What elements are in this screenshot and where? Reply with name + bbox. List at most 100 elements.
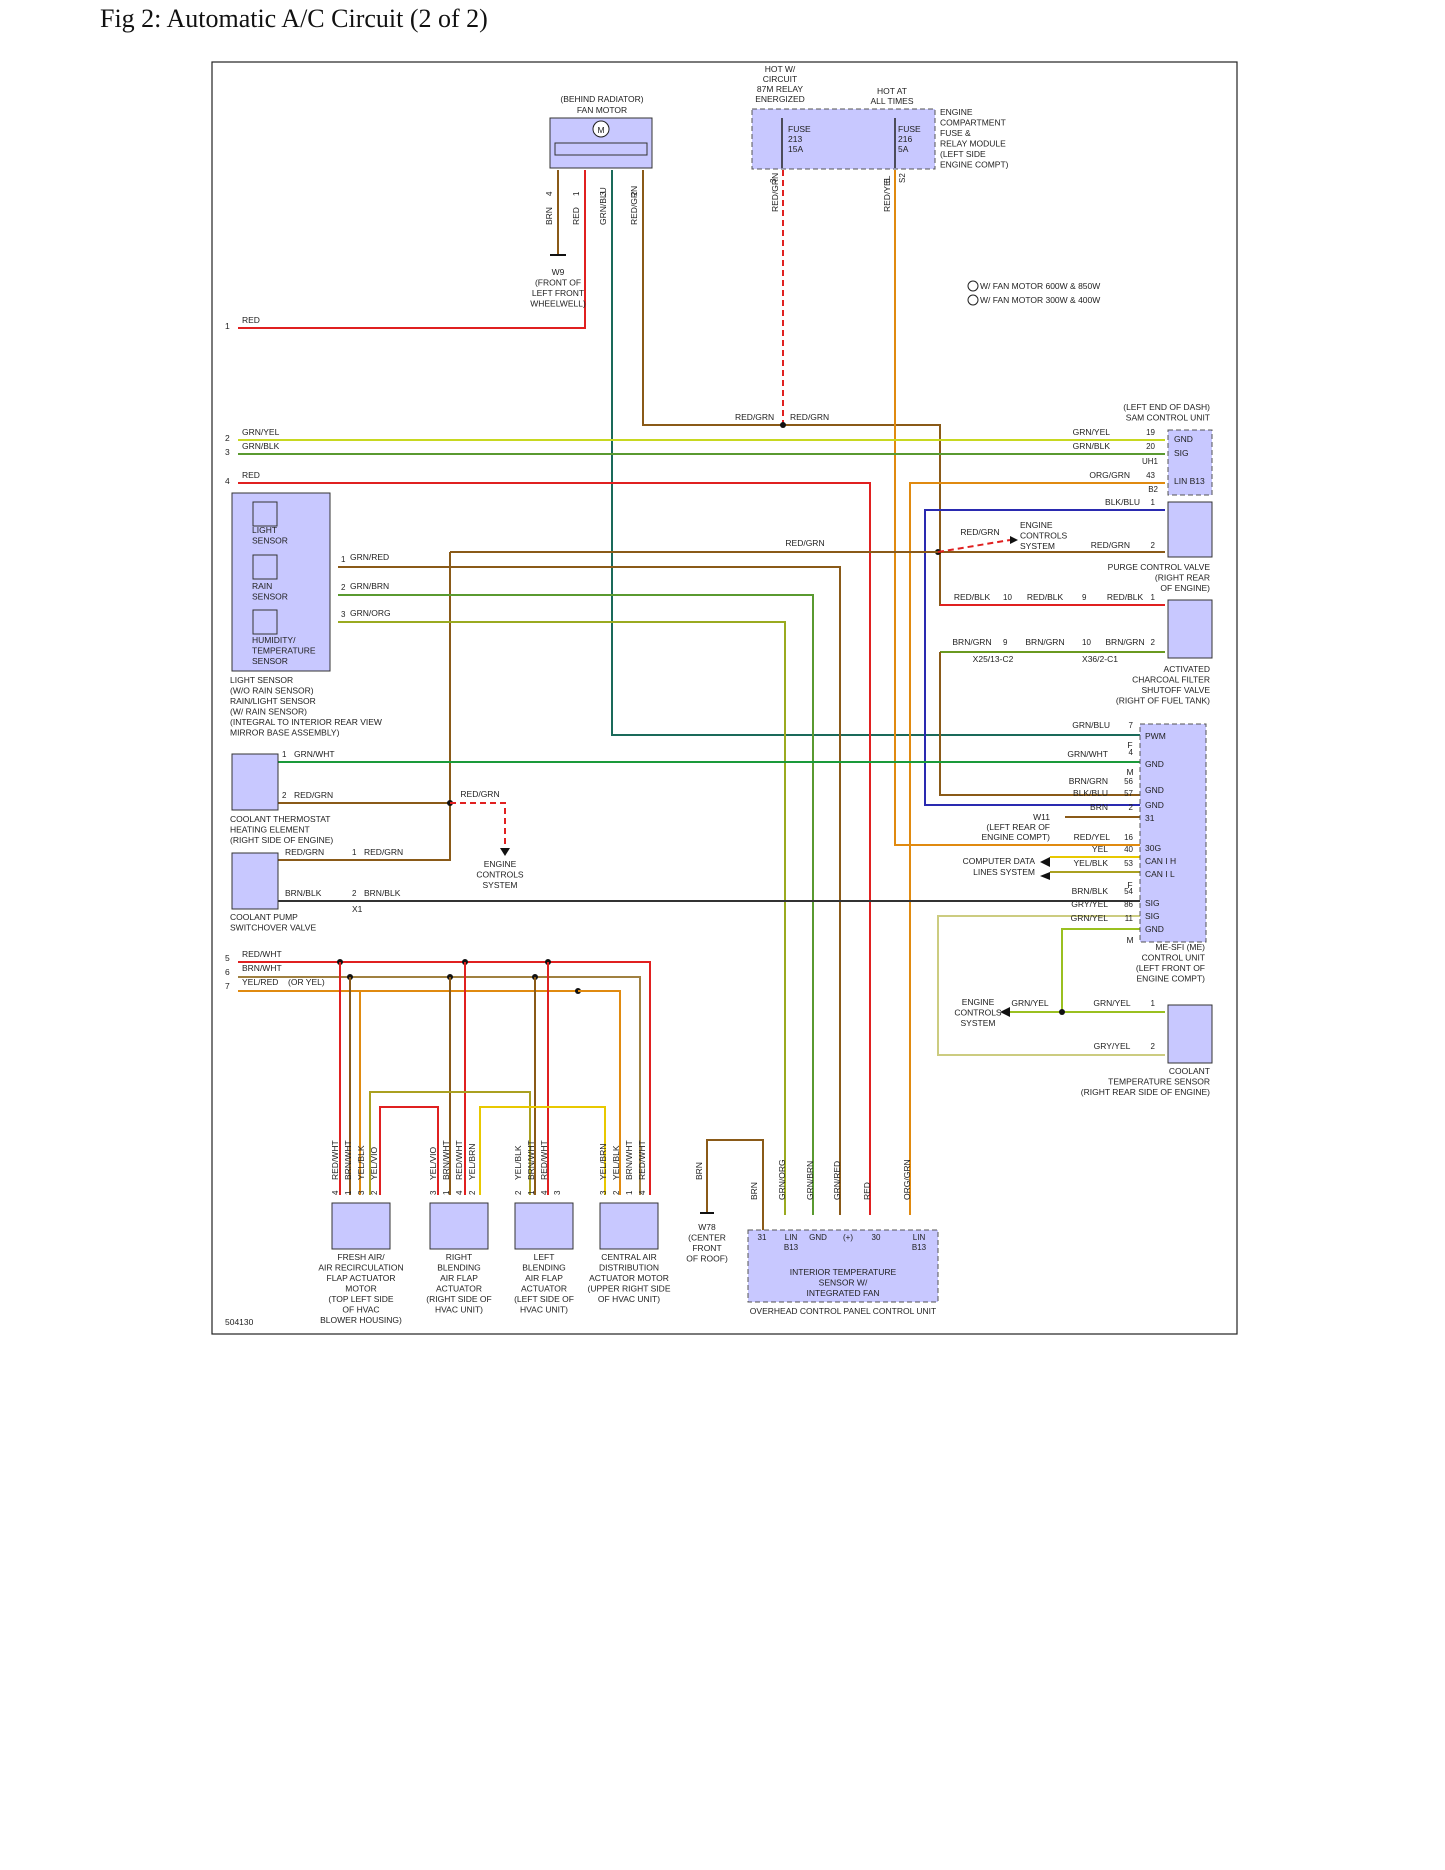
label: BRN/WHT xyxy=(242,963,282,973)
actuator-wire-label: RED/WHT xyxy=(539,1140,549,1180)
label: BLK/BLU xyxy=(1073,788,1108,798)
humidity-sensor-label: HUMIDITY/ xyxy=(252,635,296,645)
sam-unit-label: SAM CONTROL UNIT xyxy=(1126,413,1210,423)
wire-engine-ctrl-2 xyxy=(450,802,506,850)
label: 2 xyxy=(1151,541,1156,550)
label: BRN/BLK xyxy=(1072,886,1109,896)
actuator-pin: 3 xyxy=(429,1190,438,1195)
wire-row1-red xyxy=(238,170,586,329)
label: 1 xyxy=(352,848,357,857)
right-blend-actuator-label: AIR FLAP xyxy=(440,1273,478,1283)
actuator-pin: 3 xyxy=(553,1190,562,1195)
light-sensor-assembly xyxy=(231,492,331,672)
rain-sensor-label: SENSOR xyxy=(252,592,288,602)
purge-valve-label: PURGE CONTROL VALVE xyxy=(1108,562,1211,572)
me-pin-number: 54 xyxy=(1124,887,1133,896)
fan-motor-label: FAN MOTOR xyxy=(577,105,627,115)
label: YEL/RED xyxy=(242,977,278,987)
me-pin-number: 53 xyxy=(1124,859,1133,868)
actuator-wire-label: YEL/BLK xyxy=(356,1145,366,1180)
humidity-sensor-label: TEMPERATURE xyxy=(252,646,316,656)
label: RED/GRN xyxy=(285,847,324,857)
wire-row5-red-wht xyxy=(238,961,651,1195)
overhead-pin: LIN xyxy=(785,1233,798,1242)
arrow-can-l xyxy=(1040,872,1050,880)
label: 1 xyxy=(572,191,581,196)
x1-connector: X1 xyxy=(352,904,363,914)
label: 20 xyxy=(1146,442,1155,451)
me-sfi-label: CONTROL UNIT xyxy=(1142,953,1205,963)
w78-ground-label: FRONT xyxy=(692,1243,721,1253)
wire-grn-yel-temp xyxy=(1061,928,1140,1012)
label: GRN/BLU xyxy=(1072,720,1110,730)
fan-motor-label: (BEHIND RADIATOR) xyxy=(560,94,643,104)
fuse-module-label: RELAY MODULE xyxy=(940,139,1006,149)
me-sfi-control-unit xyxy=(1139,723,1207,943)
coolant-thermostat xyxy=(231,753,279,811)
charcoal-valve-label: (RIGHT OF FUEL TANK) xyxy=(1116,696,1210,706)
label: GRN/WHT xyxy=(294,749,335,759)
label: 10 xyxy=(1082,638,1091,647)
purge-control-valve xyxy=(1167,501,1213,558)
fuse-213-label: 15A xyxy=(788,144,803,154)
label: GRY/YEL xyxy=(1071,899,1108,909)
charcoal-valve-label: SHUTOFF VALVE xyxy=(1142,685,1211,695)
label: 2 xyxy=(341,583,346,592)
label: RED/BLK xyxy=(1107,592,1144,602)
figure-title: Fig 2: Automatic A/C Circuit (2 of 2) xyxy=(100,4,488,33)
fuse-216-label: 216 xyxy=(898,134,912,144)
label: BRN xyxy=(1090,802,1108,812)
overhead-inner-label: INTERIOR TEMPERATURE xyxy=(790,1267,897,1277)
charcoal-valve-label: CHARCOAL FILTER xyxy=(1132,675,1210,685)
fresh-air-actuator-label: AIR RECIRCULATION xyxy=(318,1263,403,1273)
overhead-pin: (+) xyxy=(843,1233,853,1242)
label: 10 xyxy=(1003,593,1012,602)
overhead-pin: 30 xyxy=(872,1233,881,1242)
label: 1 xyxy=(1151,999,1156,1008)
diagram-frame xyxy=(211,61,1238,1335)
left-blend-actuator-label: BLENDING xyxy=(522,1263,565,1273)
actuator-pin: 2 xyxy=(612,1190,621,1195)
wires xyxy=(238,170,1165,1230)
overhead-pin: LIN xyxy=(913,1233,926,1242)
engine-controls-label-2: CONTROLS xyxy=(476,870,524,880)
arrow-engine-ctrl-2 xyxy=(500,848,510,856)
engine-controls-label-2: ENGINE xyxy=(484,859,517,869)
label: YEL/BLK xyxy=(1074,858,1109,868)
ground-w9-label: W9 xyxy=(552,267,565,277)
row-number: 3 xyxy=(225,447,230,457)
me-pin: GND xyxy=(1145,759,1164,769)
overhead-unit-label: OVERHEAD CONTROL PANEL CONTROL UNIT xyxy=(750,1306,936,1316)
engine-controls-label: SYSTEM xyxy=(1020,541,1055,551)
actuator-wire-label: RED/WHT xyxy=(330,1140,340,1180)
wire-org-grn-lin xyxy=(909,482,1165,1215)
label: RED/WHT xyxy=(242,949,282,959)
light-sensor-label: LIGHT xyxy=(252,525,277,535)
fuse-module-label: FUSE & xyxy=(940,128,971,138)
ground-w9-label: LEFT FRONT xyxy=(532,288,584,298)
arrow-engine-ctrl-3 xyxy=(1000,1007,1010,1017)
label: 9 xyxy=(1003,638,1008,647)
wire-fuse216-red-yel xyxy=(894,170,1140,846)
fan-wire-label: RED xyxy=(571,207,581,225)
wire-grn-brn xyxy=(338,594,814,1215)
label: RED/BLK xyxy=(954,592,991,602)
fuse-213-label: 213 xyxy=(788,134,802,144)
label: RED/GRN xyxy=(960,527,999,537)
wire-grn-red xyxy=(338,566,841,1215)
label: 19 xyxy=(1146,428,1155,437)
w78-ground-label: OF ROOF) xyxy=(686,1254,728,1264)
note-2-icon xyxy=(967,294,979,306)
label: GND xyxy=(1174,434,1193,444)
coolant-temp-label: COOLANT xyxy=(1169,1066,1210,1076)
label: GRY/YEL xyxy=(1094,1041,1131,1051)
label: GRN/BLK xyxy=(242,441,280,451)
fresh-air-actuator-label: FRESH AIR/ xyxy=(337,1252,385,1262)
label: RED/GRN xyxy=(460,789,499,799)
actuator-wire-label: YEL/VIO xyxy=(428,1147,438,1180)
sam-control-unit xyxy=(1167,429,1213,496)
wire-w78-brn xyxy=(706,1139,764,1230)
me-pin: GND xyxy=(1145,800,1164,810)
label: ORG/GRN xyxy=(1089,470,1130,480)
label: BRN/BLK xyxy=(285,888,322,898)
